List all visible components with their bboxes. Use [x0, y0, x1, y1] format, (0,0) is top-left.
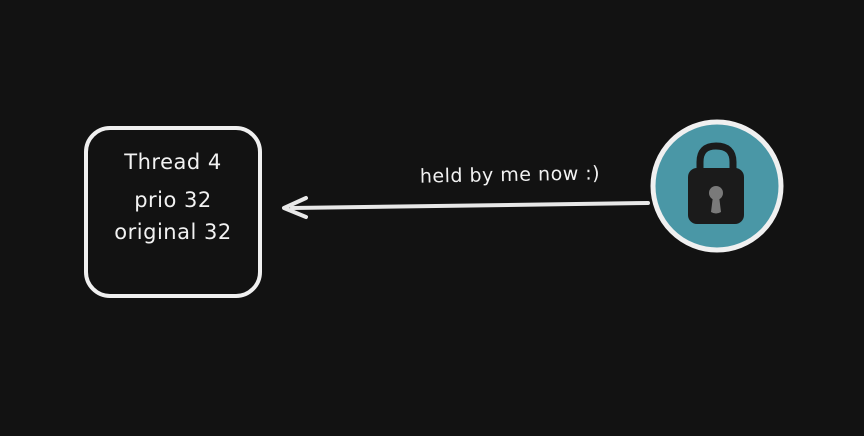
lock-icon	[688, 142, 744, 224]
thread-node: Thread 4 prio 32 original 32	[84, 126, 262, 298]
edge-arrow	[282, 196, 650, 219]
thread-title: Thread 4	[124, 150, 222, 174]
thread-priority: prio 32	[134, 188, 212, 212]
lock-node	[650, 119, 784, 253]
edge-label: held by me now :)	[419, 162, 601, 188]
arrowhead	[282, 196, 308, 219]
edge-line	[290, 201, 650, 210]
thread-original-priority: original 32	[114, 220, 232, 244]
